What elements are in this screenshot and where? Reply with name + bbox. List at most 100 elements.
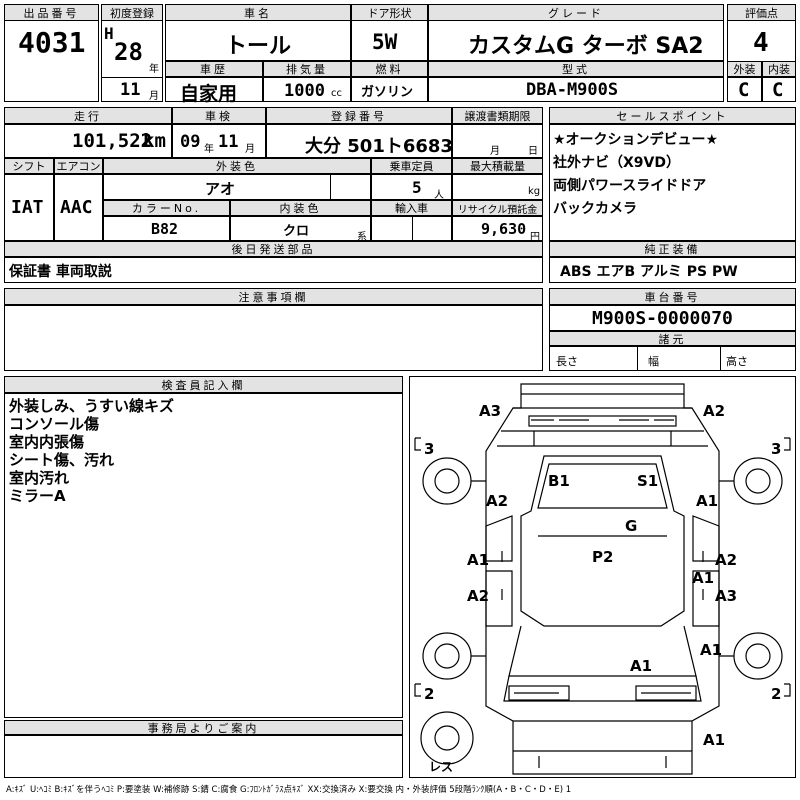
tire-rear-left-value: 2 bbox=[424, 685, 434, 703]
int-color-unit: 系 bbox=[357, 232, 367, 243]
later-docs-header: 後日発送部品 bbox=[4, 241, 543, 257]
int-color: クロ bbox=[283, 224, 310, 239]
inspection-month-unit: 月 bbox=[245, 144, 255, 155]
first-reg-header: 初度登録 bbox=[101, 4, 163, 21]
color-no-box bbox=[103, 216, 230, 241]
ext-color-box bbox=[103, 174, 371, 200]
displacement-header: 排気量 bbox=[263, 61, 351, 77]
mark-front-right-corner: A2 bbox=[703, 402, 725, 420]
ext-color: アオ bbox=[205, 180, 236, 198]
mark-rear-floor: A1 bbox=[630, 657, 652, 675]
specs-box bbox=[549, 346, 796, 371]
shift: IAT bbox=[11, 197, 44, 218]
mark-rear-bumper-right: A1 bbox=[703, 731, 725, 749]
inspector-note-2: コンソール傷 bbox=[9, 415, 100, 433]
mark-left-front-door: A1 bbox=[467, 551, 489, 569]
genuine-equip-box bbox=[549, 257, 796, 283]
inspection-year: 09 bbox=[180, 132, 201, 152]
era: H bbox=[104, 24, 114, 43]
mark-windshield: G bbox=[625, 517, 637, 535]
max-load-header: 最大積載量 bbox=[452, 158, 543, 174]
aircon-header: エアコン bbox=[54, 158, 103, 174]
interior-grade: C bbox=[772, 79, 784, 101]
mark-left-front-fender: A2 bbox=[486, 492, 508, 510]
int-grade-box bbox=[762, 77, 796, 102]
displacement-box bbox=[263, 77, 351, 102]
displacement: 1000 bbox=[284, 81, 325, 101]
chassis-no: M900S-0000070 bbox=[592, 308, 733, 329]
car-name: トール bbox=[225, 34, 292, 59]
inspector-note-6: ミラーA bbox=[9, 487, 66, 505]
score: 4 bbox=[753, 28, 769, 58]
max-load-box bbox=[452, 174, 543, 200]
notes-header: 注意事項欄 bbox=[4, 288, 543, 305]
capacity-header: 乗車定員 bbox=[371, 158, 452, 174]
door-type: 5W bbox=[372, 30, 398, 54]
capacity: 5 bbox=[412, 178, 422, 197]
model-box bbox=[428, 77, 724, 102]
reg-no-box bbox=[266, 124, 452, 158]
history-box bbox=[165, 77, 263, 102]
fuel-box bbox=[351, 77, 428, 102]
height-label: 高さ bbox=[726, 355, 748, 368]
recycle-box bbox=[452, 216, 543, 241]
tire-rear-right-value: 2 bbox=[771, 685, 781, 703]
office-notice-header: 事務局よりご案内 bbox=[4, 720, 403, 735]
later-docs: 保証書 車両取説 bbox=[9, 264, 112, 280]
later-docs-box bbox=[4, 257, 543, 283]
sales-point-2: 社外ナビ（X9VD） bbox=[553, 155, 680, 171]
mileage: 101,522 bbox=[72, 130, 153, 152]
lot-no: 4031 bbox=[18, 26, 86, 59]
inspector-notes-header: 検査員記入欄 bbox=[4, 376, 403, 393]
fuel: ガソリン bbox=[361, 85, 414, 100]
shift-box bbox=[4, 174, 54, 241]
specs-header: 諸元 bbox=[549, 331, 796, 346]
sales-point-4: バックカメラ bbox=[553, 201, 637, 217]
capacity-unit: 人 bbox=[434, 190, 444, 201]
mileage-box bbox=[4, 124, 172, 158]
reg-no: 大分 501ト6683 bbox=[305, 136, 453, 157]
import-box bbox=[371, 216, 452, 241]
recycle-header: リサイクル預託金 bbox=[452, 200, 543, 216]
mark-left-rear-door: A2 bbox=[467, 587, 489, 605]
history: 自家用 bbox=[180, 83, 238, 105]
aircon: AAC bbox=[60, 197, 93, 218]
spare-tire-value: レス bbox=[429, 760, 453, 774]
mark-right-front-fender: A1 bbox=[696, 492, 718, 510]
sales-points-box bbox=[549, 124, 796, 241]
import-header: 輸入車 bbox=[371, 200, 452, 216]
chassis-no-box bbox=[549, 305, 796, 331]
history-header: 車歴 bbox=[165, 61, 263, 77]
inspector-note-5: 室内汚れ bbox=[9, 469, 70, 487]
damage-diagram-box bbox=[409, 376, 796, 778]
inspector-note-1: 外装しみ、うすい線キズ bbox=[9, 397, 175, 415]
length-label: 長さ bbox=[556, 355, 578, 368]
int-color-box bbox=[230, 216, 371, 241]
damage-diagram: A3 A2 A2 A1 B1 S1 G A1 A2 A1 P2 A2 A3 A1… bbox=[414, 383, 791, 775]
inspector-note-4: シート傷、汚れ bbox=[9, 451, 115, 469]
mark-seat-left: B1 bbox=[548, 472, 570, 490]
ext-grade-box bbox=[727, 77, 762, 102]
sales-point-1: ★オークションデビュー★ bbox=[553, 132, 719, 148]
exterior-header: 外装 bbox=[727, 61, 762, 77]
fuel-header: 燃料 bbox=[351, 61, 428, 77]
deadline-box bbox=[452, 124, 543, 158]
genuine-equip-header: 純正装備 bbox=[549, 241, 796, 257]
month-unit: 月 bbox=[149, 91, 159, 102]
inspection-box bbox=[172, 124, 266, 158]
mark-right-rear-door: A3 bbox=[715, 587, 737, 605]
tire-front-right-value: 3 bbox=[771, 440, 781, 458]
door-header: ドア形状 bbox=[351, 4, 428, 21]
mark-right-rear-fender: A1 bbox=[700, 641, 722, 659]
exterior-grade: C bbox=[738, 79, 750, 101]
lot-no-header: 出品番号 bbox=[4, 4, 99, 21]
recycle-unit: 円 bbox=[530, 232, 540, 243]
color-no-header: カラーNo. bbox=[103, 200, 230, 216]
notes-box bbox=[4, 305, 543, 371]
inspection-header: 車検 bbox=[172, 107, 266, 124]
capacity-box bbox=[371, 174, 452, 200]
sales-points-header: セールスポイント bbox=[549, 107, 796, 124]
ext-color-header: 外装色 bbox=[103, 158, 371, 174]
inspector-note-3: 室内内張傷 bbox=[9, 433, 85, 451]
inspection-year-unit: 年 bbox=[204, 144, 214, 155]
